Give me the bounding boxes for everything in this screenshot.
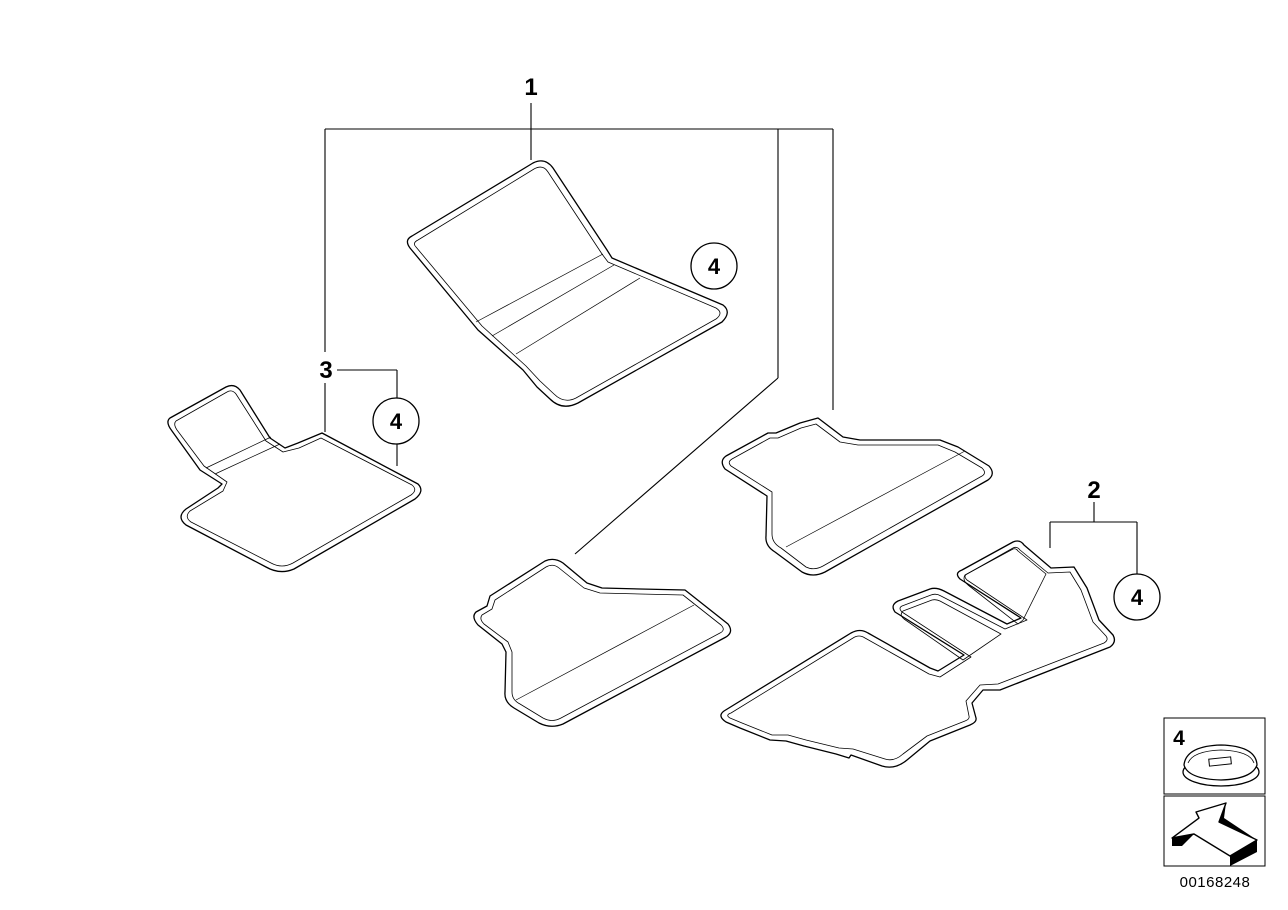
direction-arrow-icon: [1171, 802, 1258, 866]
ref-circle-top: 4: [690, 242, 738, 290]
ref-circle-right: 4: [1113, 573, 1161, 621]
rear-left-mat: [473, 558, 732, 727]
ref-circle-left-label: 4: [390, 409, 403, 434]
legend-panel: 4: [1163, 717, 1266, 867]
front-passenger-mat: [406, 160, 728, 407]
ref-circle-right-label: 4: [1131, 585, 1144, 610]
leader-lines-2: [1049, 502, 1138, 574]
image-code: 00168248: [1180, 874, 1251, 891]
legend-item-number: 4: [1173, 727, 1185, 750]
rear-right-mat: [721, 417, 993, 576]
ref-circle-top-label: 4: [708, 254, 721, 279]
driver-mat: [167, 384, 422, 573]
callout-2: 2: [1087, 477, 1100, 504]
ref-circle-left: 4: [372, 397, 420, 445]
third-row-mat: [720, 540, 1116, 768]
leader-lines-3: [337, 369, 398, 466]
callout-1: 1: [524, 74, 537, 101]
round-clip-icon: [1182, 744, 1260, 787]
leader-lines-1: [324, 103, 834, 555]
callout-3: 3: [319, 357, 332, 384]
